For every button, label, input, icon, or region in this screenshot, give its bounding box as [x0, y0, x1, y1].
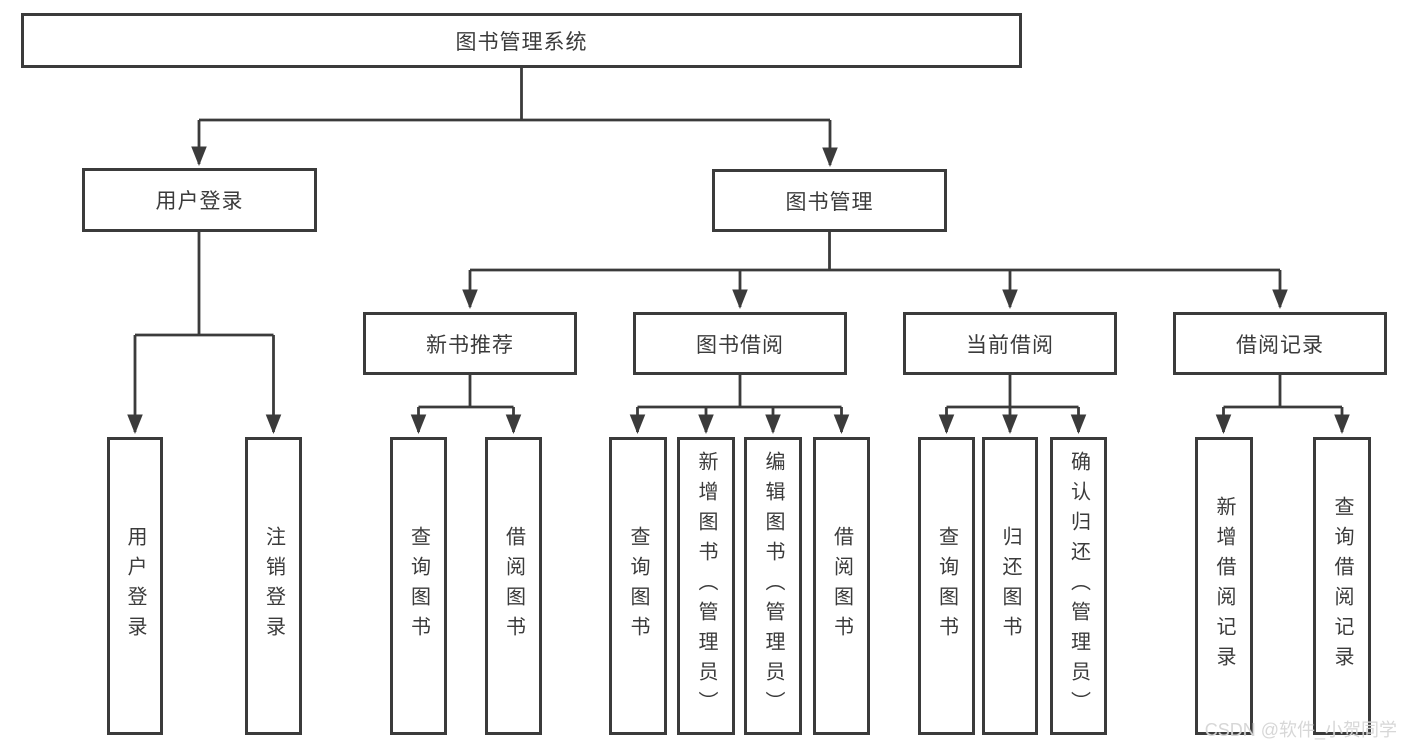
- leaf-add-book-admin: 新增图书（管理员）: [677, 437, 735, 735]
- node-borrowing-records: 借阅记录: [1173, 312, 1387, 375]
- leaf-borrow-books: 借阅图书: [813, 437, 870, 735]
- leaf-logout: 注销登录: [245, 437, 302, 735]
- node-label: 新书推荐: [426, 333, 514, 357]
- node-user-login: 用户登录: [82, 168, 317, 232]
- node-label: 用户登录: [155, 190, 244, 213]
- leaf-add-borrow-record: 新增借阅记录: [1195, 437, 1253, 735]
- leaf-label: 新增借阅记录: [1213, 496, 1235, 676]
- node-label: 图书借阅: [696, 333, 784, 357]
- leaf-borrow-books: 借阅图书: [485, 437, 542, 735]
- leaf-label: 查询借阅记录: [1331, 496, 1353, 676]
- leaf-label: 查询图书: [407, 526, 430, 646]
- leaf-label: 编辑图书（管理员）: [762, 451, 784, 721]
- leaf-label: 确认归还（管理员）: [1067, 451, 1090, 721]
- node-new-book-recommend: 新书推荐: [363, 312, 577, 375]
- leaf-label: 借阅图书: [830, 526, 853, 646]
- node-book-management: 图书管理: [712, 169, 947, 232]
- leaf-label: 归还图书: [999, 526, 1021, 646]
- leaf-user-login: 用户登录: [107, 437, 163, 735]
- leaf-label: 查询图书: [627, 526, 649, 646]
- leaf-query-books: 查询图书: [390, 437, 447, 735]
- leaf-query-books: 查询图书: [609, 437, 667, 735]
- node-label: 当前借阅: [966, 333, 1054, 357]
- leaf-edit-book-admin: 编辑图书（管理员）: [744, 437, 802, 735]
- node-root-library-system: 图书管理系统: [21, 13, 1022, 68]
- node-book-borrowing: 图书借阅: [633, 312, 847, 375]
- leaf-label: 新增图书（管理员）: [695, 451, 717, 721]
- leaf-query-borrow-record: 查询借阅记录: [1313, 437, 1371, 735]
- node-label: 图书管理系统: [455, 30, 588, 54]
- leaf-query-books: 查询图书: [918, 437, 975, 735]
- leaf-label: 借阅图书: [502, 526, 525, 646]
- leaf-return-book: 归还图书: [982, 437, 1038, 735]
- node-label: 借阅记录: [1236, 333, 1324, 357]
- leaf-label: 注销登录: [262, 526, 285, 646]
- leaf-label: 用户登录: [124, 526, 146, 646]
- node-label: 图书管理: [785, 190, 874, 214]
- node-current-borrowing: 当前借阅: [903, 312, 1117, 375]
- leaf-label: 查询图书: [935, 526, 958, 646]
- leaf-confirm-return-admin: 确认归还（管理员）: [1050, 437, 1107, 735]
